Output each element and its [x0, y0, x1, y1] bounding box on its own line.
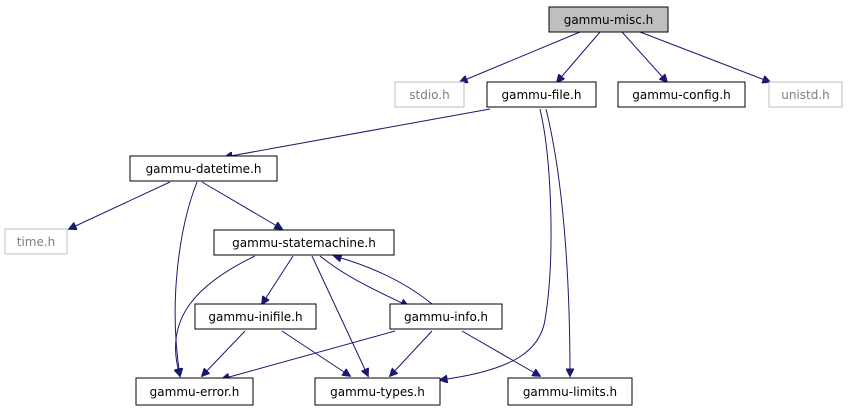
node-gammu-info-box: [389, 303, 503, 330]
node-stdio-label: stdio.h: [409, 88, 449, 102]
node-gammu-inifile-label: gammu-inifile.h: [208, 310, 302, 324]
edge-misc-config: [621, 31, 667, 82]
node-gammu-statemachine[interactable]: gammu-statemachine.h: [213, 229, 395, 256]
node-gammu-types-box: [314, 377, 441, 406]
node-gammu-config-label: gammu-config.h: [632, 88, 730, 102]
node-gammu-datetime-box: [129, 155, 278, 182]
edge-file-limits: [545, 108, 570, 376]
edge-statemachine-types: [311, 255, 368, 376]
node-unistd: unistd.h: [768, 81, 843, 108]
node-gammu-error-label: gammu-error.h: [150, 385, 240, 399]
node-gammu-info[interactable]: gammu-info.h: [389, 303, 503, 330]
node-gammu-limits-box: [507, 377, 633, 406]
edge-statemachine-error: [175, 255, 256, 376]
node-gammu-file-box: [486, 81, 597, 108]
nodes: gammu-misc.h stdio.h gammu-file.h gammu-…: [4, 6, 843, 406]
node-gammu-types-label: gammu-types.h: [330, 385, 425, 399]
edge-datetime-error: [174, 181, 198, 376]
node-gammu-misc-box: [548, 6, 669, 33]
node-gammu-datetime-label: gammu-datetime.h: [146, 162, 262, 176]
edge-info-statemachine: [334, 256, 433, 305]
node-gammu-config-box: [617, 81, 746, 108]
edge-inifile-types: [281, 330, 350, 376]
node-gammu-error-box: [135, 377, 254, 406]
edge-statemachine-inifile: [262, 255, 294, 304]
node-time-label: time.h: [17, 235, 56, 249]
node-gammu-statemachine-label: gammu-statemachine.h: [232, 236, 376, 250]
node-gammu-config[interactable]: gammu-config.h: [617, 81, 746, 108]
node-gammu-limits-label: gammu-limits.h: [523, 385, 617, 399]
edge-datetime-statemachine: [201, 181, 282, 229]
edge-info-error: [222, 330, 396, 379]
edge-file-datetime: [225, 108, 491, 157]
edge-info-limits: [461, 330, 540, 376]
node-gammu-statemachine-box: [213, 229, 395, 256]
node-gammu-inifile-box: [194, 303, 317, 330]
edge-datetime-time: [69, 181, 171, 229]
node-unistd-box: [768, 81, 843, 108]
node-gammu-types[interactable]: gammu-types.h: [314, 377, 441, 406]
node-gammu-limits[interactable]: gammu-limits.h: [507, 377, 633, 406]
node-gammu-file-label: gammu-file.h: [502, 88, 582, 102]
edge-file-types: [440, 108, 552, 380]
node-gammu-misc[interactable]: gammu-misc.h: [548, 6, 669, 33]
edge-misc-unistd: [639, 31, 770, 82]
node-stdio: stdio.h: [394, 81, 465, 108]
edge-misc-stdio: [460, 31, 581, 82]
node-gammu-error[interactable]: gammu-error.h: [135, 377, 254, 406]
edges: [69, 31, 770, 380]
edge-inifile-error: [202, 330, 246, 376]
node-gammu-file[interactable]: gammu-file.h: [486, 81, 597, 108]
node-stdio-box: [394, 81, 465, 108]
node-time: time.h: [4, 228, 68, 255]
node-gammu-misc-label: gammu-misc.h: [564, 13, 654, 27]
node-time-box: [4, 228, 68, 255]
edge-misc-file: [557, 31, 601, 82]
node-gammu-info-label: gammu-info.h: [404, 310, 488, 324]
edge-info-types: [390, 330, 433, 376]
node-gammu-inifile[interactable]: gammu-inifile.h: [194, 303, 317, 330]
edge-statemachine-info: [319, 255, 408, 306]
node-unistd-label: unistd.h: [781, 88, 830, 102]
node-gammu-datetime[interactable]: gammu-datetime.h: [129, 155, 278, 182]
